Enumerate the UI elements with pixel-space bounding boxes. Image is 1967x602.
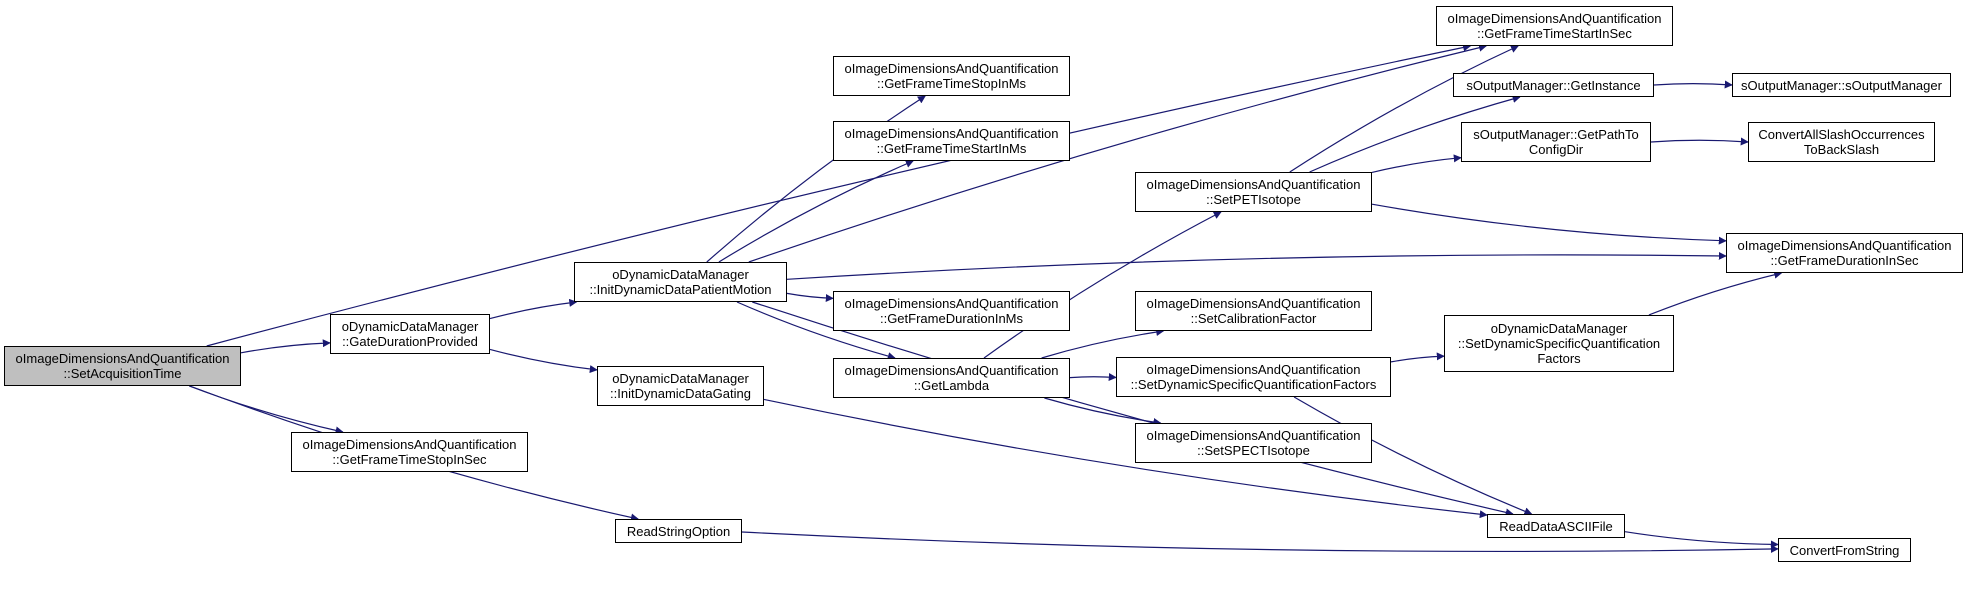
node-label-line: ::GetLambda xyxy=(913,378,990,393)
node-label-line: ConvertFromString xyxy=(1789,542,1900,558)
node-set-calibration-factor[interactable]: oImageDimensionsAndQuantification ::SetC… xyxy=(1135,291,1372,331)
node-label-line: ::SetAcquisitionTime xyxy=(63,366,182,381)
node-set-pet-isotope[interactable]: oImageDimensionsAndQuantification ::SetP… xyxy=(1135,172,1372,212)
node-output-manager-get-path-to-config-dir[interactable]: sOutputManager::GetPathTo ConfigDir xyxy=(1461,122,1651,162)
node-read-string-option[interactable]: ReadStringOption xyxy=(615,519,742,543)
node-get-frame-duration-in-ms[interactable]: oImageDimensionsAndQuantification ::GetF… xyxy=(833,291,1070,331)
node-set-acquisition-time: oImageDimensionsAndQuantification ::SetA… xyxy=(4,346,241,386)
call-edge-n12-n21 xyxy=(1371,203,1727,245)
node-label-line: ::GetFrameDurationInMs xyxy=(879,311,1024,326)
node-label-line: oImageDimensionsAndQuantification xyxy=(844,296,1059,311)
node-label-line: sOutputManager::sOutputManager xyxy=(1741,77,1942,93)
node-label-line: ToBackSlash xyxy=(1803,142,1880,157)
node-output-manager-constructor[interactable]: sOutputManager::sOutputManager xyxy=(1732,73,1951,97)
node-label-line: ::GetFrameTimeStopInSec xyxy=(332,452,487,467)
node-gate-duration-provided[interactable]: oDynamicDataManager ::GateDurationProvid… xyxy=(330,314,490,354)
node-label-line: ::SetPETIsotope xyxy=(1206,192,1301,207)
node-init-dynamic-data-patient-motion[interactable]: oDynamicDataManager ::InitDynamicDataPat… xyxy=(574,262,787,302)
node-convert-all-slash-occurrences-to-back-slash[interactable]: ConvertAllSlashOccurrences ToBackSlash xyxy=(1748,122,1935,162)
call-edge-n12-n17 xyxy=(1309,95,1521,173)
call-edge-n22-n21 xyxy=(1648,270,1783,316)
node-get-frame-time-start-in-ms[interactable]: oImageDimensionsAndQuantification ::GetF… xyxy=(833,121,1070,161)
node-label-line: oImageDimensionsAndQuantification xyxy=(844,363,1059,378)
node-dynamic-data-manager-set-quantification-factors[interactable]: oDynamicDataManager ::SetDynamicSpecific… xyxy=(1444,315,1674,372)
call-edge-n0-n3 xyxy=(188,385,344,435)
node-init-dynamic-data-gating[interactable]: oDynamicDataManager ::InitDynamicDataGat… xyxy=(597,366,764,406)
node-label-line: ::GateDurationProvided xyxy=(342,334,478,349)
call-edge-n12-n18 xyxy=(1371,154,1462,173)
node-label-line: sOutputManager::GetPathTo xyxy=(1473,127,1639,142)
call-edge-n16-n5 xyxy=(1624,531,1779,549)
node-label-line: ::SetCalibrationFactor xyxy=(1190,311,1317,326)
call-edge-n11-n15 xyxy=(1044,397,1162,426)
call-edge-n0-n1 xyxy=(206,43,1472,347)
node-label-line: ConfigDir xyxy=(1528,142,1584,157)
node-label-line: sOutputManager::GetInstance xyxy=(1466,77,1641,93)
node-get-frame-duration-in-sec[interactable]: oImageDimensionsAndQuantification ::GetF… xyxy=(1726,233,1963,273)
call-edge-n6-n9 xyxy=(718,160,914,263)
node-label-line: ::GetFrameTimeStartInSec xyxy=(1477,26,1632,41)
call-edge-n11-n14 xyxy=(1069,373,1117,381)
call-edge-n12-n1 xyxy=(1289,45,1519,173)
call-edge-n6-n11 xyxy=(736,301,896,360)
node-label-line: ::SetDynamicSpecificQuantification xyxy=(1457,336,1661,351)
node-label-line: ReadDataASCIIFile xyxy=(1499,518,1613,534)
call-edge-n6-n16 xyxy=(752,301,1514,517)
node-label-line: oDynamicDataManager xyxy=(1490,321,1628,336)
node-get-frame-time-start-in-sec[interactable]: oImageDimensionsAndQuantification ::GetF… xyxy=(1436,6,1673,46)
node-label-line: ::SetDynamicSpecificQuantificationFactor… xyxy=(1130,377,1377,392)
node-label-line: oImageDimensionsAndQuantification xyxy=(302,437,517,452)
call-edge-n14-n16 xyxy=(1293,396,1533,515)
node-label-line: oImageDimensionsAndQuantification xyxy=(1146,362,1361,377)
node-label-line: ConvertAllSlashOccurrences xyxy=(1758,127,1925,142)
node-label-line: ::GetFrameTimeStopInMs xyxy=(876,76,1027,91)
node-label-line: ::InitDynamicDataPatientMotion xyxy=(589,282,772,297)
node-label-line: oDynamicDataManager xyxy=(612,371,749,386)
node-label-line: oImageDimensionsAndQuantification xyxy=(1447,11,1662,26)
node-label-line: oDynamicDataManager xyxy=(341,319,479,334)
node-label-line: ::GetFrameTimeStartInMs xyxy=(876,141,1027,156)
node-label-line: oDynamicDataManager xyxy=(612,267,749,282)
call-edge-n18-n20 xyxy=(1650,137,1749,146)
call-edge-n4-n5 xyxy=(741,531,1779,554)
node-label-line: oImageDimensionsAndQuantification xyxy=(844,126,1059,141)
node-label-line: oImageDimensionsAndQuantification xyxy=(1737,238,1952,253)
call-edge-n11-n13 xyxy=(1041,328,1165,359)
node-set-spect-isotope[interactable]: oImageDimensionsAndQuantification ::SetS… xyxy=(1135,423,1372,463)
node-label-line: oImageDimensionsAndQuantification xyxy=(1146,177,1361,192)
call-edge-n6-n8 xyxy=(706,95,926,263)
node-label-line: ::GetFrameDurationInSec xyxy=(1770,253,1919,268)
node-label-line: oImageDimensionsAndQuantification xyxy=(1146,428,1361,443)
node-label-line: Factors xyxy=(1537,351,1581,366)
call-edge-n6-n10 xyxy=(786,292,834,303)
node-get-frame-time-stop-in-sec[interactable]: oImageDimensionsAndQuantification ::GetF… xyxy=(291,432,528,472)
node-get-frame-time-stop-in-ms[interactable]: oImageDimensionsAndQuantification ::GetF… xyxy=(833,56,1070,96)
node-label-line: ::SetSPECTIsotope xyxy=(1197,443,1310,458)
node-output-manager-get-instance[interactable]: sOutputManager::GetInstance xyxy=(1453,73,1654,97)
node-set-dynamic-specific-quantification-factors[interactable]: oImageDimensionsAndQuantification ::SetD… xyxy=(1116,357,1391,397)
call-edge-n0-n2 xyxy=(240,339,331,354)
call-edge-n7-n16 xyxy=(763,398,1488,519)
node-convert-from-string[interactable]: ConvertFromString xyxy=(1778,538,1911,562)
node-read-data-ascii-file[interactable]: ReadDataASCIIFile xyxy=(1487,514,1625,538)
call-edge-n6-n21 xyxy=(786,251,1727,280)
node-label-line: oImageDimensionsAndQuantification xyxy=(15,351,230,366)
call-edge-n2-n7 xyxy=(489,348,598,374)
call-edge-n14-n22 xyxy=(1390,352,1445,363)
call-edge-n17-n19 xyxy=(1653,80,1733,89)
call-edge-n11-n12 xyxy=(983,211,1222,359)
node-label-line: oImageDimensionsAndQuantification xyxy=(844,61,1059,76)
node-label-line: ReadStringOption xyxy=(626,523,731,539)
node-label-line: oImageDimensionsAndQuantification xyxy=(1146,296,1361,311)
call-edge-n2-n6 xyxy=(489,298,578,320)
node-get-lambda[interactable]: oImageDimensionsAndQuantification ::GetL… xyxy=(833,358,1070,398)
node-label-line: ::InitDynamicDataGating xyxy=(610,386,751,401)
call-edge-n6-n1 xyxy=(748,43,1487,263)
